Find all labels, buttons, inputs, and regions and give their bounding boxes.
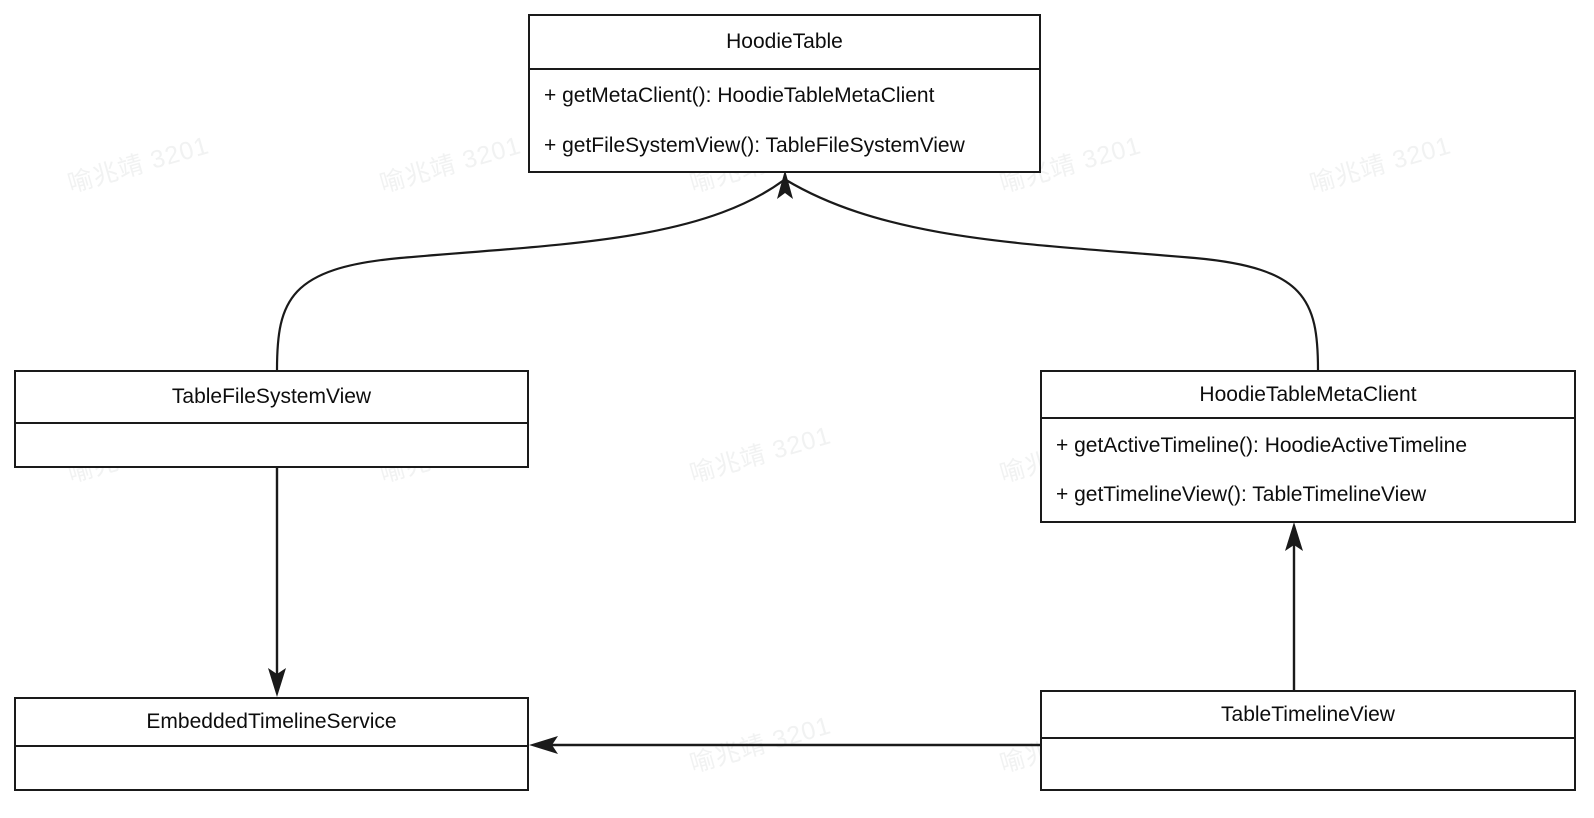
class-member: + getMetaClient(): HoodieTableMetaClient	[544, 84, 935, 108]
class-members-table-timeline-view	[1042, 739, 1574, 789]
class-name-table-file-system-view: TableFileSystemView	[16, 372, 527, 424]
watermark-label: 喻兆靖 3201	[1306, 131, 1455, 199]
class-member: + getTimelineView(): TableTimelineView	[1056, 483, 1427, 506]
watermark-label: 喻兆靖 3201	[376, 131, 525, 199]
class-member: + getActiveTimeline(): HoodieActiveTimel…	[1056, 433, 1468, 457]
class-box-table-timeline-view[interactable]: TableTimelineView	[1040, 690, 1576, 791]
arrowhead-into-embedded-timeline-service-right	[529, 736, 558, 754]
class-box-hoodie-table[interactable]: HoodieTable + getMetaClient(): HoodieTab…	[528, 14, 1041, 173]
class-box-embedded-timeline-service[interactable]: EmbeddedTimelineService	[14, 697, 529, 791]
class-members-table-file-system-view	[16, 424, 527, 466]
watermark-label: 喻兆靖 3201	[64, 131, 213, 199]
class-members-hoodie-table: + getMetaClient(): HoodieTableMetaClient…	[530, 70, 1039, 171]
class-box-hoodie-table-meta-client[interactable]: HoodieTableMetaClient + getActiveTimelin…	[1040, 370, 1576, 523]
class-name-embedded-timeline-service: EmbeddedTimelineService	[16, 699, 527, 747]
arrowhead-into-hoodie-table	[777, 170, 793, 199]
watermark-label: 喻兆靖 3201	[686, 421, 835, 489]
class-box-table-file-system-view[interactable]: TableFileSystemView	[14, 370, 529, 468]
watermark-label: 喻兆靖 3201	[686, 711, 835, 779]
class-name-hoodie-table: HoodieTable	[530, 16, 1039, 70]
arrowhead-into-embedded-timeline-service-top	[268, 668, 286, 697]
class-name-table-timeline-view: TableTimelineView	[1042, 692, 1574, 739]
connector-metaclient-to-hoodietable	[784, 178, 1320, 372]
class-name-hoodie-table-meta-client: HoodieTableMetaClient	[1042, 372, 1574, 419]
class-members-hoodie-table-meta-client: + getActiveTimeline(): HoodieActiveTimel…	[1042, 419, 1574, 521]
connector-fsview-to-hoodietable	[275, 178, 786, 372]
class-member: + getFileSystemView(): TableFileSystemVi…	[544, 133, 965, 157]
class-members-embedded-timeline-service	[16, 747, 527, 789]
arrowhead-into-hoodie-table-meta-client	[1285, 522, 1303, 551]
